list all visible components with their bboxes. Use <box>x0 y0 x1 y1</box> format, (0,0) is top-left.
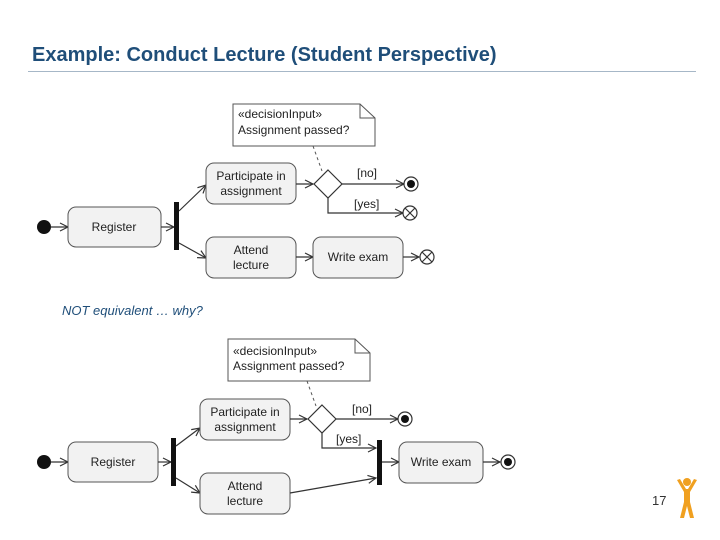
bottom-write-exam-label: Write exam <box>411 455 471 469</box>
bottom-join-bar <box>377 440 382 485</box>
top-attend-label-1: Attend <box>234 243 269 257</box>
bottom-participate-label-1: Participate in <box>210 405 279 419</box>
bottom-flow-fork-attend <box>175 477 200 493</box>
bottom-register-label: Register <box>91 455 136 469</box>
bottom-guard-yes: [yes] <box>336 432 361 446</box>
top-register-label: Register <box>92 220 137 234</box>
bottom-flow-yes <box>321 433 376 448</box>
top-flow-yes <box>327 198 403 213</box>
page-number: 17 <box>652 493 667 508</box>
bottom-guard-no: [no] <box>352 402 372 416</box>
top-participate-label-1: Participate in <box>216 169 285 183</box>
top-flow-fork-attend <box>178 242 206 258</box>
top-flow-fork-participate <box>178 185 206 212</box>
bottom-decision-note: «decisionInput» Assignment passed? <box>227 338 371 382</box>
bottom-fork-bar <box>171 438 176 486</box>
top-participate-label-2: assignment <box>220 184 282 198</box>
top-flow-final-node-yes <box>402 205 418 221</box>
bottom-attend-label-2: lecture <box>227 494 263 508</box>
bottom-flow-fork-participate <box>175 428 200 447</box>
bottom-action-register: Register <box>67 441 159 483</box>
top-note-text: Assignment passed? <box>238 123 350 137</box>
top-action-write-exam: Write exam <box>312 236 404 279</box>
bottom-note-anchor <box>306 380 317 407</box>
bottom-activity-diagram: «decisionInput» Assignment passed? Regis… <box>37 338 516 515</box>
top-action-participate: Participate in assignment <box>205 162 297 205</box>
bottom-participate-label-2: assignment <box>214 420 276 434</box>
bottom-activity-final-node-no <box>397 411 413 427</box>
bottom-note-text: Assignment passed? <box>233 359 345 373</box>
top-flow-final-node-exam <box>419 249 435 265</box>
top-write-exam-label: Write exam <box>328 250 388 264</box>
bottom-flow-attend-join <box>289 478 376 494</box>
top-action-register: Register <box>67 206 162 248</box>
bottom-initial-node <box>37 455 51 469</box>
bottom-action-write-exam: Write exam <box>398 441 484 484</box>
bottom-action-attend: Attend lecture <box>199 472 291 515</box>
top-attend-label-2: lecture <box>233 258 269 272</box>
title-divider <box>28 71 696 72</box>
top-initial-node <box>37 220 51 234</box>
person-arms-raised-icon <box>677 478 697 518</box>
top-decision-node <box>313 169 343 199</box>
top-note-stereotype: «decisionInput» <box>238 107 322 121</box>
bottom-action-participate: Participate in assignment <box>199 398 291 441</box>
bottom-activity-final-node-exam <box>500 454 516 470</box>
comparison-note: NOT equivalent … why? <box>62 303 203 318</box>
bottom-note-stereotype: «decisionInput» <box>233 344 317 358</box>
top-action-attend: Attend lecture <box>205 236 297 279</box>
top-activity-diagram: «decisionInput» Assignment passed? Regis… <box>37 103 435 279</box>
top-guard-yes: [yes] <box>354 197 379 211</box>
slide-title: Example: Conduct Lecture (Student Perspe… <box>32 44 497 66</box>
top-guard-no: [no] <box>357 166 377 180</box>
top-decision-note: «decisionInput» Assignment passed? <box>232 103 376 147</box>
top-activity-final-node <box>403 176 419 192</box>
top-fork-bar <box>174 202 179 250</box>
bottom-decision-node <box>307 404 337 434</box>
bottom-attend-label-1: Attend <box>228 479 263 493</box>
top-note-anchor <box>312 145 323 172</box>
